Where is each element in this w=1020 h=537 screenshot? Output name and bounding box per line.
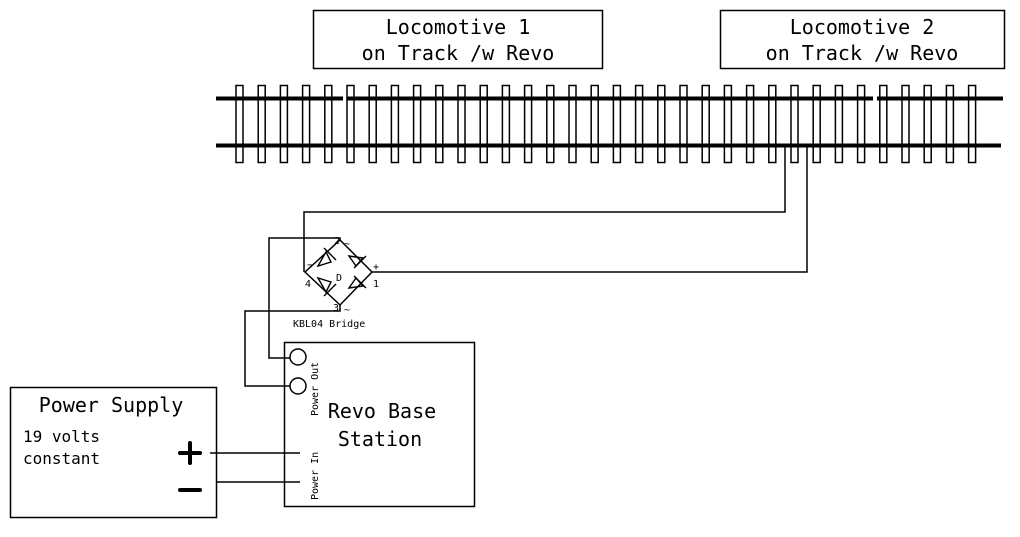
diode-icon <box>347 255 367 269</box>
track-tie <box>901 84 910 164</box>
power-out-label: Power Out <box>310 362 321 416</box>
track-tie <box>923 84 932 164</box>
power-jack-icon <box>289 377 307 395</box>
diode-icon <box>316 276 337 297</box>
track-tie <box>279 84 289 164</box>
bridge-label: KBL04 Bridge <box>293 319 365 330</box>
track-tie <box>967 84 977 164</box>
track-tie <box>235 84 244 164</box>
track-tie <box>634 84 644 164</box>
locomotive-1-subtitle: on Track /w Revo <box>362 41 555 65</box>
power-in-label: Power In <box>310 452 321 500</box>
track-tie <box>723 84 733 164</box>
track-tie <box>568 84 577 164</box>
power-supply-spec-line1: 19 volts <box>23 427 100 446</box>
bridge-pin-4: 4 <box>305 279 311 290</box>
diode-icon <box>347 275 367 289</box>
power-supply: Power Supply 19 volts constant <box>9 386 218 519</box>
wire-bridge-to-power <box>244 305 341 387</box>
track-tie <box>745 84 755 164</box>
power-supply-title: Power Supply <box>39 393 184 417</box>
wire-track-to-bridge-ac <box>303 145 786 272</box>
diode-icon <box>316 247 337 268</box>
track-tie <box>679 84 688 164</box>
track-tie <box>368 84 377 164</box>
bridge-rectifier: D 2 ~ − 4 + 1 3 ~ KBL04 Bridge <box>293 236 379 330</box>
track-tie <box>346 84 355 164</box>
base-station-title-line1: Revo Base <box>328 399 436 423</box>
track-tie <box>790 84 799 164</box>
track-tie <box>612 84 622 164</box>
revo-base-station: Power Out Power In Revo Base Station <box>283 341 476 508</box>
bridge-center-label: D <box>336 273 342 284</box>
track-ties <box>235 84 977 164</box>
track-tie <box>590 84 599 164</box>
bridge-pin-2: 2 <box>334 236 340 247</box>
bridge-minus-marker: − <box>307 260 313 271</box>
track-tie <box>457 84 466 164</box>
track-tie <box>768 84 777 164</box>
track-tie <box>301 84 311 164</box>
track-tie <box>390 84 400 164</box>
bridge-pin-3: 3 <box>333 303 339 314</box>
plus-terminal-icon <box>178 441 202 465</box>
track-tie <box>501 84 511 164</box>
bridge-ac-top-marker: ~ <box>344 239 350 250</box>
locomotive-1-box: Locomotive 1 on Track /w Revo <box>312 9 604 70</box>
track-rails <box>216 96 1003 148</box>
locomotive-1-title: Locomotive 1 <box>386 15 531 39</box>
wire-bridge-to-power-out <box>268 237 341 359</box>
bridge-plus-marker: + <box>373 262 379 273</box>
track-tie <box>435 84 444 164</box>
track-tie <box>546 84 555 164</box>
bridge-ac-bottom-marker: ~ <box>344 305 350 316</box>
track-tie <box>479 84 488 164</box>
track-tie <box>657 84 666 164</box>
track-tie <box>701 84 710 164</box>
track-tie <box>257 84 266 164</box>
track-tie <box>812 84 821 164</box>
base-station-title-line2: Station <box>338 427 422 451</box>
track-tie <box>834 84 844 164</box>
track-tie <box>879 84 888 164</box>
track-tie <box>945 84 955 164</box>
track-tie <box>412 84 422 164</box>
track-tie <box>324 84 333 164</box>
locomotive-2-box: Locomotive 2 on Track /w Revo <box>719 9 1006 70</box>
power-supply-spec-line2: constant <box>23 449 100 468</box>
locomotive-2-title: Locomotive 2 <box>790 15 935 39</box>
power-out-jack-icon <box>289 348 307 366</box>
track-tie <box>856 84 866 164</box>
bridge-pin-1: 1 <box>373 279 379 290</box>
track-tie <box>523 84 533 164</box>
locomotive-2-subtitle: on Track /w Revo <box>766 41 959 65</box>
wire-track-to-bridge-plus <box>372 145 808 273</box>
